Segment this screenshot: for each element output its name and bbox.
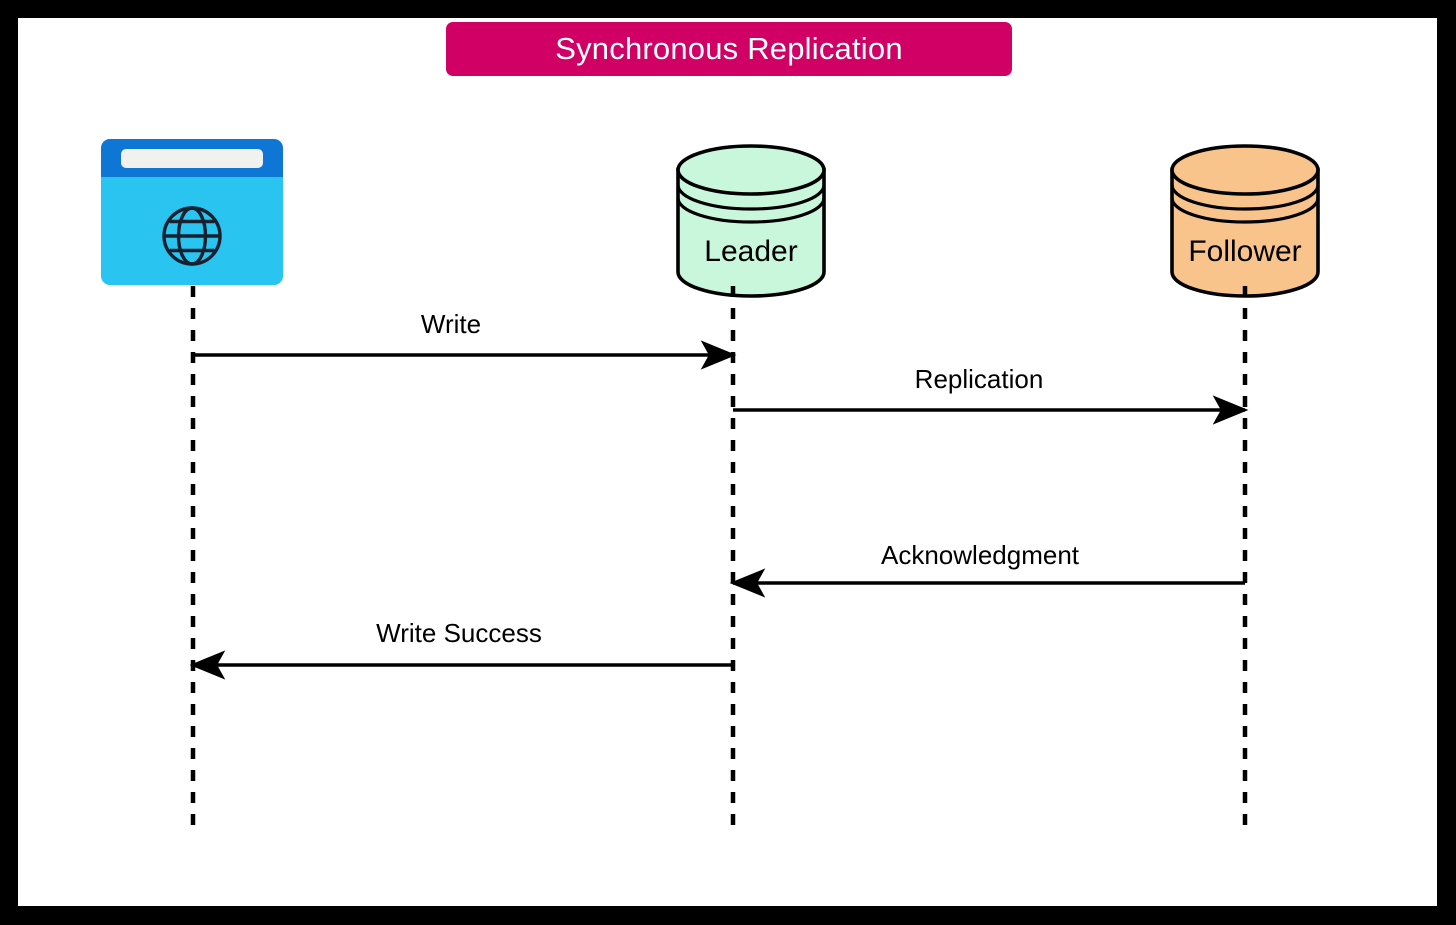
message-arrows — [189, 340, 1249, 680]
participant-client[interactable] — [101, 139, 283, 285]
message-label-1: Replication — [914, 364, 1044, 394]
page-title: Synchronous Replication — [555, 31, 903, 66]
database-cylinder-icon — [676, 144, 826, 298]
sequence-overlay — [189, 286, 1249, 830]
message-label-0: Write — [420, 309, 482, 339]
browser-url-bar — [121, 149, 263, 168]
message-label-3: Write Success — [376, 618, 542, 648]
browser-window-icon — [101, 139, 283, 285]
message-label-2: Acknowledgment — [881, 540, 1079, 570]
lifelines — [190, 286, 1248, 830]
diagram-canvas: Synchronous Replication — [18, 18, 1437, 906]
browser-viewport — [101, 177, 283, 285]
diagram-title-banner: Synchronous Replication — [446, 22, 1012, 76]
browser-titlebar — [101, 139, 283, 177]
database-cylinder-icon — [1170, 144, 1320, 298]
globe-icon — [161, 205, 223, 267]
